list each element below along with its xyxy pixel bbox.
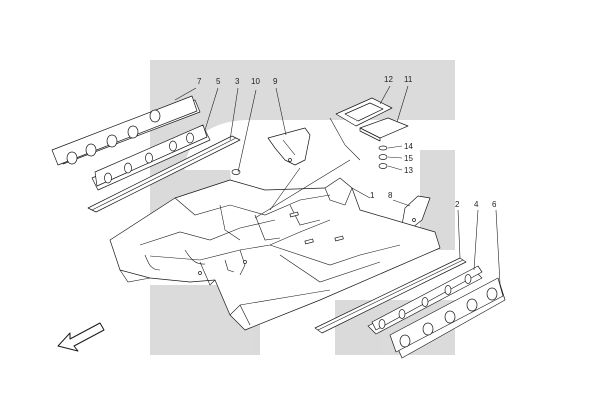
part-3-sill-strip xyxy=(87,135,241,213)
part-7-perforated-panel xyxy=(51,95,201,166)
part-12-gasket xyxy=(335,97,393,127)
part-13-screw xyxy=(378,163,388,169)
part-11-cover-plate xyxy=(359,117,409,142)
part-15-nut xyxy=(378,154,388,160)
callout-7: 7 xyxy=(197,77,202,86)
callout-12: 12 xyxy=(384,75,393,84)
callout-labels: 7 5 3 10 9 12 11 14 15 13 1 8 2 4 6 xyxy=(197,75,497,209)
callout-1: 1 xyxy=(370,191,375,200)
leader-lines xyxy=(174,85,501,285)
part-5-perforated-strip xyxy=(91,124,211,191)
callout-10: 10 xyxy=(251,77,260,86)
direction-arrow-icon xyxy=(57,322,105,352)
callout-13: 13 xyxy=(404,166,413,175)
part-2-sill-strip xyxy=(314,257,467,334)
part-10-fastener xyxy=(231,169,241,175)
callout-5: 5 xyxy=(216,77,221,86)
callout-8: 8 xyxy=(388,191,393,200)
part-4-perforated-strip xyxy=(367,265,483,335)
callout-15: 15 xyxy=(404,154,413,163)
part-14-washer xyxy=(378,145,388,151)
callout-6: 6 xyxy=(492,200,497,209)
callout-3: 3 xyxy=(235,77,240,86)
part-9-bracket xyxy=(267,127,311,166)
part-1-floor-pan xyxy=(109,177,441,331)
callout-4: 4 xyxy=(474,200,479,209)
callout-14: 14 xyxy=(404,142,413,151)
callout-9: 9 xyxy=(273,77,278,86)
part-6-perforated-panel xyxy=(389,277,506,359)
callout-11: 11 xyxy=(404,75,413,84)
callout-2: 2 xyxy=(455,200,460,209)
